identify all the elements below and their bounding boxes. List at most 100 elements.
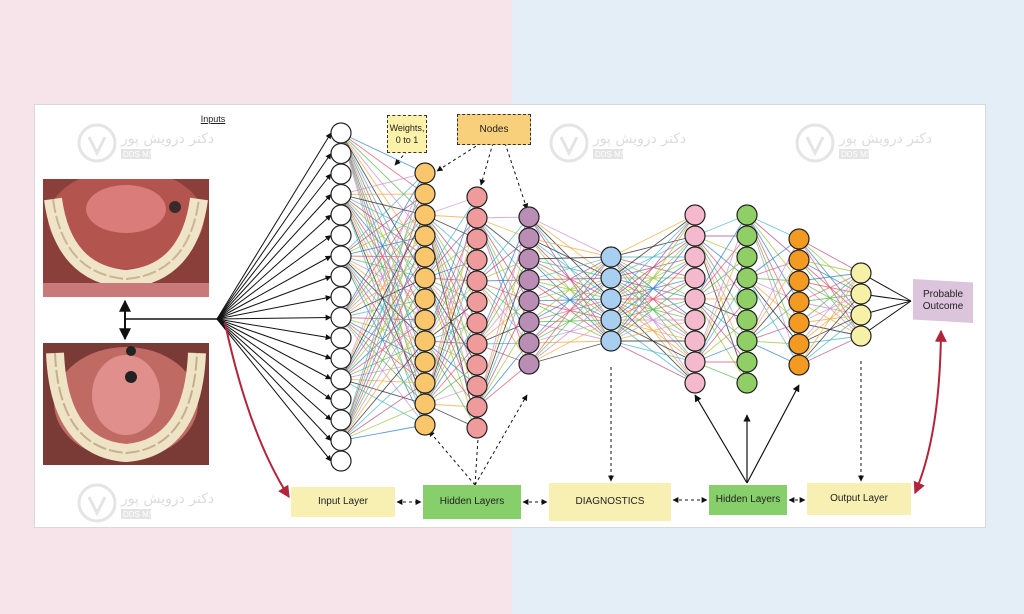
diagnostics-node [600, 288, 622, 310]
hidden-layers-box-2: Hidden Layers [709, 485, 787, 515]
hidden-1-node [414, 204, 436, 226]
hidden-7-node [788, 270, 810, 292]
connection-line [340, 317, 426, 405]
connection-line [340, 132, 426, 195]
hidden-3-node [518, 311, 540, 333]
hidden-1-node [414, 351, 436, 373]
hidden-1-node [414, 330, 436, 352]
hidden-6-node [736, 372, 758, 394]
connection-line [340, 255, 426, 426]
connection-line [798, 272, 862, 366]
input-node [330, 245, 352, 267]
connection-line [340, 255, 426, 405]
probable-outcome-box: Probable Outcome [913, 279, 973, 323]
hidden-1-node [414, 393, 436, 415]
hidden-1-node [414, 309, 436, 331]
connection-line [476, 258, 530, 345]
weights-pointer [394, 150, 408, 166]
connection-line [476, 363, 530, 408]
hidden-5-node [684, 351, 706, 373]
hidden-3-node [518, 353, 540, 375]
connection-line [340, 319, 426, 441]
connection-line [340, 132, 426, 321]
connection-line [340, 194, 426, 279]
connection-line [340, 255, 426, 321]
hidden-2-node [466, 396, 488, 418]
input-fan-line [216, 173, 332, 320]
hidden-5-node [684, 225, 706, 247]
hidden-layers-box-1: Hidden Layers [423, 485, 521, 519]
watermark-top-right: دکتر درویش پور DDS MS [795, 121, 955, 165]
nodes-callout: Nodes [457, 114, 531, 145]
hidden-2-node [466, 207, 488, 229]
connection-line [340, 382, 426, 441]
connection-line [746, 238, 800, 279]
connection-line [340, 214, 426, 380]
network-connections [216, 132, 912, 462]
connection-line [340, 194, 426, 300]
connection-line [610, 319, 696, 342]
input-fan-line [216, 194, 332, 320]
connection-line [340, 172, 426, 195]
connection-line [340, 255, 426, 384]
input-node [330, 163, 352, 185]
connection-line [340, 256, 426, 441]
connection-line [528, 237, 612, 258]
connection-line [340, 255, 426, 279]
input-node [330, 306, 352, 329]
input-node [330, 204, 352, 226]
connection-line [694, 214, 748, 300]
hidden-2-node [466, 291, 488, 313]
connection-line [340, 298, 426, 441]
connection-line [340, 340, 426, 441]
connection-line [340, 194, 426, 216]
hidden-2-node [466, 249, 488, 271]
hidden-5-node [684, 309, 706, 331]
connection-line [746, 259, 800, 342]
connection-line [694, 277, 748, 363]
input-fan-line [216, 314, 332, 321]
input-fan-line [216, 318, 332, 341]
connection-line [340, 361, 426, 441]
connection-line [476, 217, 530, 260]
hidden-5-node [684, 246, 706, 268]
connection-line [340, 172, 426, 257]
weights-callout: Weights, 0 to 1 [387, 115, 427, 153]
connection-line [340, 132, 426, 300]
connection-line [340, 255, 426, 363]
hidden-2-node [466, 186, 488, 208]
hidden-5-node [684, 288, 706, 310]
connection-line [528, 256, 612, 365]
connection-line [340, 172, 426, 380]
input-node [330, 388, 352, 411]
connection-line [528, 216, 612, 258]
connection-line [424, 238, 478, 405]
connection-line [424, 343, 478, 405]
connection-line [340, 172, 426, 318]
connection-line [798, 272, 862, 345]
hidden-2-node [466, 228, 488, 250]
hidden-6-node [736, 330, 758, 352]
watermark-brand: دکتر درویش پور [838, 131, 932, 147]
watermark-top-center: دکتر درویش پور DDS MS [549, 121, 709, 165]
connection-line [528, 256, 612, 281]
watermark-brand: دکتر درویش پور [120, 131, 214, 147]
hidden-3-node [518, 206, 540, 228]
connection-line [610, 298, 696, 342]
hidden-5-node [684, 330, 706, 352]
connection-line [340, 132, 426, 363]
connection-line [340, 214, 426, 318]
connection-line [424, 196, 478, 279]
connection-line [340, 317, 426, 342]
connection-line [694, 319, 748, 363]
hidden-6-node [736, 246, 758, 268]
hidden-3-node [518, 269, 540, 291]
connection-line [746, 214, 800, 282]
connection-line [476, 342, 530, 408]
input-fan-line [216, 153, 332, 320]
connection-line [610, 214, 696, 300]
connection-line [610, 340, 696, 363]
input-fan-line [216, 132, 332, 320]
connection-line [340, 235, 426, 441]
connection-line [798, 335, 862, 366]
